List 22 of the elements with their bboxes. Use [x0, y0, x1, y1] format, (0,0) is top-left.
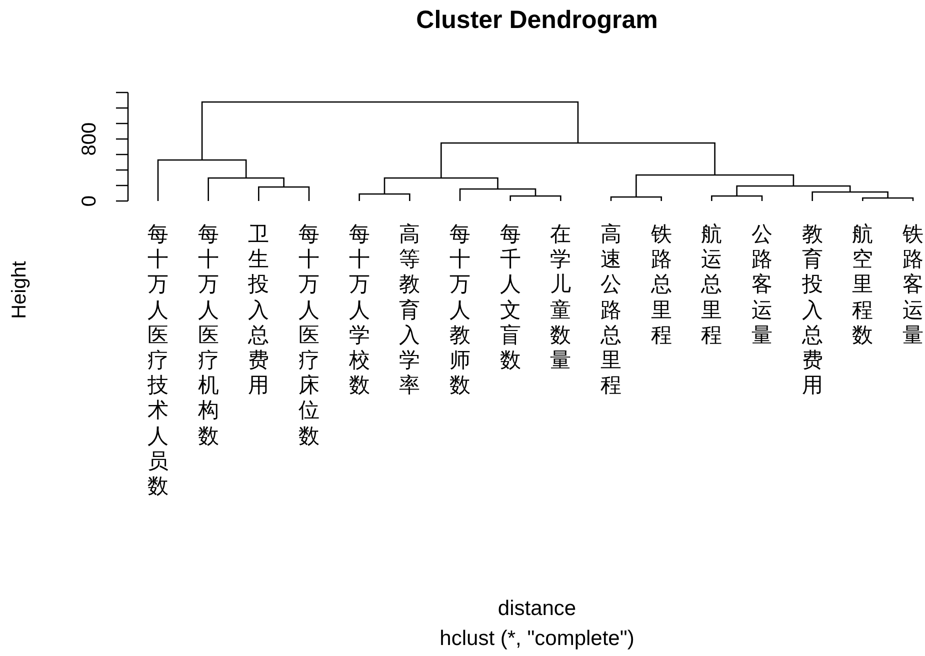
leaf-label: 铁路总里程	[650, 222, 672, 348]
leaf-label: 每十万人医疗技术人员数	[148, 222, 168, 500]
leaf-label: 卫生投入总费用	[248, 222, 270, 398]
leaf-label: 航运总里程	[701, 222, 722, 348]
leaf-label: 每十万人医疗床位数	[298, 222, 320, 449]
leaf-label: 铁路客运量	[902, 222, 924, 348]
leaf-label: 高速公路总里程	[600, 222, 622, 398]
leaf-label: 每十万人学校数	[348, 222, 370, 398]
leaf-label: 公路客运量	[752, 222, 772, 348]
leaf-label: 高等教育入学率	[399, 222, 420, 398]
tick-label: 800	[78, 122, 102, 156]
leaf-label: 每千人文盲数	[500, 222, 521, 374]
tick-label: 0	[78, 195, 102, 207]
leaf-label: 每十万人教师数	[450, 222, 470, 398]
axis-title: Height	[8, 261, 32, 319]
leaf-label: 在学儿童数量	[550, 222, 572, 374]
caption: hclust (*, "complete")	[438, 627, 636, 651]
chart-title: Cluster Dendrogram	[415, 6, 659, 35]
axis-title: distance	[496, 597, 578, 621]
leaf-label: 教育投入总费用	[802, 222, 823, 398]
leaf-label: 航空里程数	[852, 222, 874, 348]
leaf-label: 每十万人医疗机构数	[198, 222, 219, 449]
